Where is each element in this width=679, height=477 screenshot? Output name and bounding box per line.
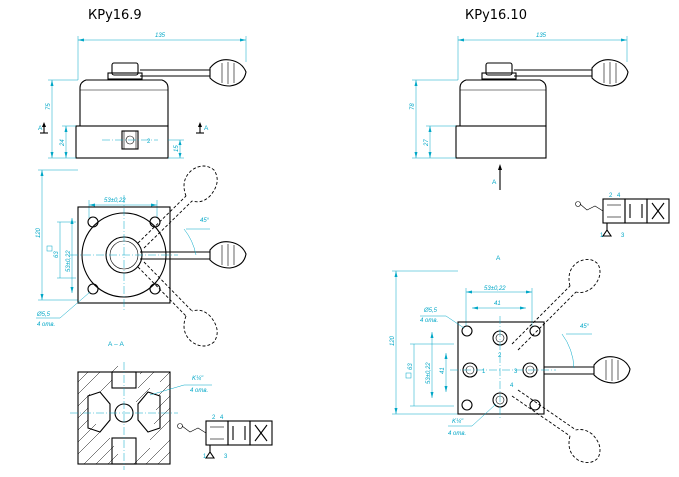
right-port-4: 4	[510, 383, 514, 389]
dim-left-15: 15	[174, 145, 180, 152]
right-view-a: А 120 63 53±0,22 41 53±0,22	[390, 255, 631, 463]
section-a-a: А – А	[70, 341, 212, 470]
dim-left-hole-dia: Ø5,5	[36, 312, 51, 318]
dim-right-135: 135	[536, 33, 547, 39]
sym-right-port-4: 4	[617, 193, 621, 199]
dim-right-78: 78	[410, 103, 416, 110]
dim-right-53-horizontal: 53±0,22	[484, 286, 506, 292]
dim-right-thread: K¼"	[452, 419, 464, 425]
dim-right-41-horizontal: 41	[494, 301, 501, 307]
dim-right-thread-count: 4 отв.	[448, 431, 466, 437]
section-a-a-label: А – А	[108, 341, 125, 348]
sym-left-port-4: 4	[220, 415, 224, 421]
right-port-2: 2	[498, 353, 502, 359]
dim-right-45-angle: 45°	[580, 324, 590, 330]
cut-marker-a-right: А	[204, 125, 209, 132]
title-kru16-9: КРу16.9	[88, 8, 142, 23]
dim-left-53-horizontal: 53±0,22	[104, 198, 126, 204]
dim-left-63: 63	[54, 251, 60, 258]
dim-right-hole-dia: Ø5,5	[423, 308, 438, 314]
dim-left-75: 75	[46, 103, 52, 110]
dim-left-thread: K¼"	[192, 376, 204, 382]
dim-left-135: 135	[155, 33, 166, 39]
dim-left-hole-count: 4 отв.	[37, 322, 55, 328]
dim-right-120: 120	[390, 335, 396, 346]
sym-left-port-2: 2	[212, 415, 216, 421]
dim-right-63: 63	[408, 363, 414, 370]
dim-left-45-angle: 45°	[200, 218, 210, 224]
sym-left-port-1: 1	[203, 454, 207, 460]
dim-right-41-vertical: 41	[440, 367, 446, 374]
dim-right-hole-count: 4 отв.	[420, 318, 438, 324]
left-front-view: 135 2 75 24	[38, 33, 247, 159]
sym-right-port-3: 3	[621, 233, 625, 239]
right-valve-symbol: 2 4 1 3	[575, 193, 670, 239]
dim-left-thread-count: 4 отв.	[190, 388, 208, 394]
sym-right-port-2: 2	[609, 193, 613, 199]
dim-right-27: 27	[424, 139, 430, 147]
left-valve-symbol: 2 4 1 3	[177, 415, 273, 460]
port-left-2: 2	[147, 139, 151, 145]
view-marker-a-right: А	[492, 179, 497, 186]
sym-left-port-3: 3	[224, 454, 228, 460]
right-front-view: 135 78 27 А	[410, 33, 629, 190]
right-port-3: 3	[514, 369, 518, 375]
cut-marker-a-left: А	[38, 125, 43, 132]
left-top-view: 120 63 53±0,22 53±0,22	[36, 165, 247, 347]
dim-right-53-vertical: 53±0,22	[426, 362, 432, 384]
sym-right-port-1: 1	[600, 233, 604, 239]
dim-left-53-vertical: 53±0,22	[66, 250, 72, 272]
dim-left-24: 24	[60, 139, 66, 147]
right-port-1: 1	[482, 369, 486, 375]
view-a-label: А	[496, 255, 501, 262]
title-kru16-10: КРу16.10	[465, 8, 527, 23]
dim-left-120: 120	[36, 227, 42, 238]
